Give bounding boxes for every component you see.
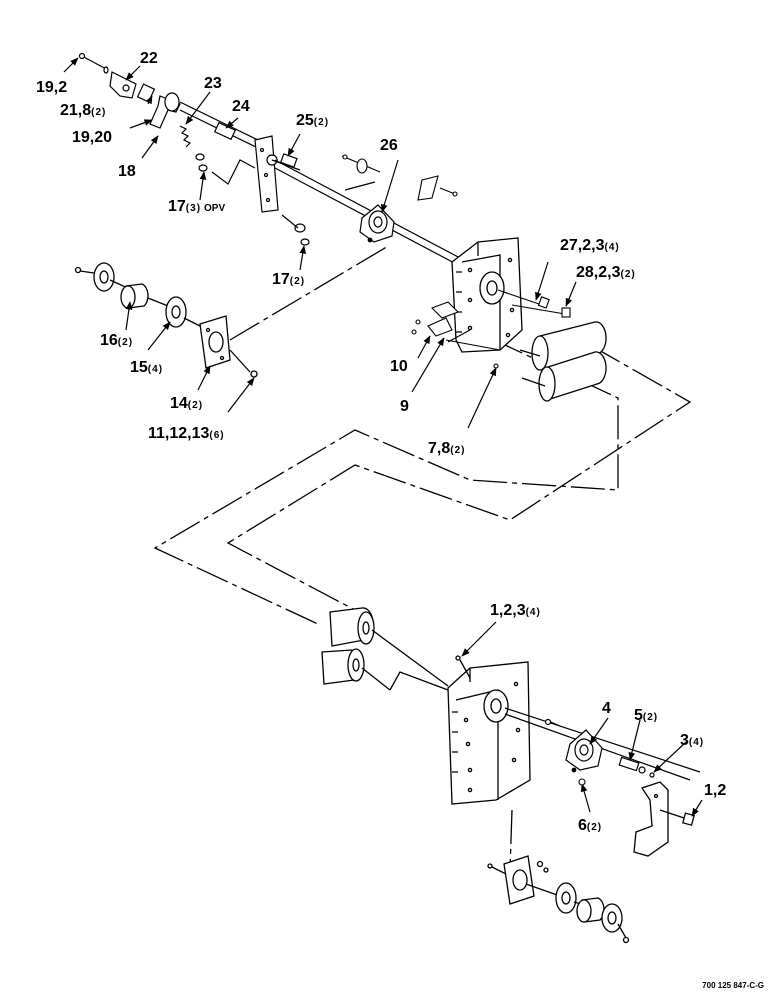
callout-number: 11,12,13 <box>148 425 210 442</box>
callout-number: 28,2,3 <box>576 264 621 281</box>
callout-9: 9 <box>400 399 409 417</box>
callout-number: 24 <box>232 98 250 115</box>
callout-qty: (2) <box>91 107 107 118</box>
left-bearing-stack <box>74 262 258 378</box>
callout-1-2: 1,2 <box>704 783 726 801</box>
callout-number: 25 <box>296 112 314 129</box>
callout-qty: (2) <box>187 400 204 411</box>
callout-number: 23 <box>204 75 222 92</box>
callout-7-8: 7,8(2) <box>428 441 465 459</box>
callout-11-12-13: 11,12,13(6) <box>148 426 225 444</box>
callout-14: 14(2) <box>170 396 203 414</box>
callout-4: 4 <box>602 701 611 719</box>
callout-number: 15 <box>130 359 148 376</box>
bearing-flange-26 <box>359 204 395 243</box>
upper-side-plate <box>451 237 523 353</box>
callout-18: 18 <box>118 164 136 182</box>
callout-10: 10 <box>390 359 408 377</box>
callout-qty: (4) <box>525 607 541 618</box>
callout-number: 5 <box>634 707 643 724</box>
callout-qty: (3) <box>185 203 202 214</box>
callout-qty: (2) <box>642 712 659 723</box>
callout-17-lower: 17(2) <box>272 272 305 290</box>
callout-19-20: 19,20 <box>72 130 112 148</box>
callout-17-opv: 17(3)OPV <box>168 199 225 217</box>
callout-qty: (4) <box>688 737 705 748</box>
figure-reference: 700 125 847-C-G <box>702 981 764 990</box>
upper-rollers <box>519 321 607 402</box>
callout-qty: (2) <box>450 445 466 456</box>
callout-23: 23 <box>204 76 222 94</box>
spacer-and-bolts-26 <box>341 154 458 201</box>
callout-number: 19,2 <box>36 79 68 96</box>
callout-number: 17 <box>168 198 186 215</box>
callout-22: 22 <box>140 51 158 69</box>
callout-qty: (2) <box>586 822 603 833</box>
callout-number: 1,2 <box>704 782 727 799</box>
callout-27: 27,2,3(4) <box>560 238 620 256</box>
callout-16: 16(2) <box>100 333 133 351</box>
callout-25: 25(2) <box>296 113 329 131</box>
callout-number: 17 <box>272 271 290 288</box>
callout-3: 3(4) <box>680 733 704 751</box>
small-nut-6 <box>578 778 586 786</box>
callout-26: 26 <box>380 138 398 156</box>
callout-qty: (4) <box>147 364 164 375</box>
callout-5: 5(2) <box>634 708 658 726</box>
callout-number: 3 <box>680 732 689 749</box>
callout-qty: (2) <box>313 117 330 128</box>
top-lever-assembly <box>78 52 310 246</box>
callout-15: 15(4) <box>130 360 163 378</box>
lever-assembly-9-10 <box>411 301 501 369</box>
callout-number: 9 <box>400 398 409 415</box>
callout-number: 19,20 <box>72 129 113 146</box>
leader-lines <box>63 57 703 817</box>
callout-number: 18 <box>118 163 136 180</box>
callout-number: 22 <box>140 50 158 67</box>
callout-number: 26 <box>380 137 398 154</box>
callout-number: 1,2,3 <box>490 602 526 619</box>
callout-number: 6 <box>578 817 587 834</box>
callout-1-2-3: 1,2,3(4) <box>490 603 541 621</box>
callout-qty: (6) <box>209 430 225 441</box>
callout-19-2-top: 19,2 <box>36 80 67 98</box>
callout-21-8: 21,8(2) <box>60 103 106 121</box>
callout-number: 16 <box>100 332 118 349</box>
callout-qty: (2) <box>289 276 306 287</box>
callout-qty: (2) <box>117 337 134 348</box>
phantom-belt-lines <box>153 181 692 871</box>
lower-side-plate <box>447 655 531 805</box>
bottom-bearing-stack <box>487 855 630 944</box>
callout-number: 4 <box>602 700 611 717</box>
callout-qty: (2) <box>620 269 636 280</box>
callout-number: 14 <box>170 395 188 412</box>
callout-number: 7,8 <box>428 440 451 457</box>
callout-24: 24 <box>232 99 250 117</box>
lower-rollers <box>321 607 449 691</box>
callout-suffix: OPV <box>204 203 226 214</box>
callout-qty: (4) <box>604 242 620 253</box>
callout-number: 27,2,3 <box>560 237 605 254</box>
callout-28: 28,2,3(2) <box>576 265 636 283</box>
callout-number: 10 <box>390 358 408 375</box>
lower-right-bracket <box>633 781 695 857</box>
callout-number: 21,8 <box>60 102 92 119</box>
callout-6: 6(2) <box>578 818 602 836</box>
